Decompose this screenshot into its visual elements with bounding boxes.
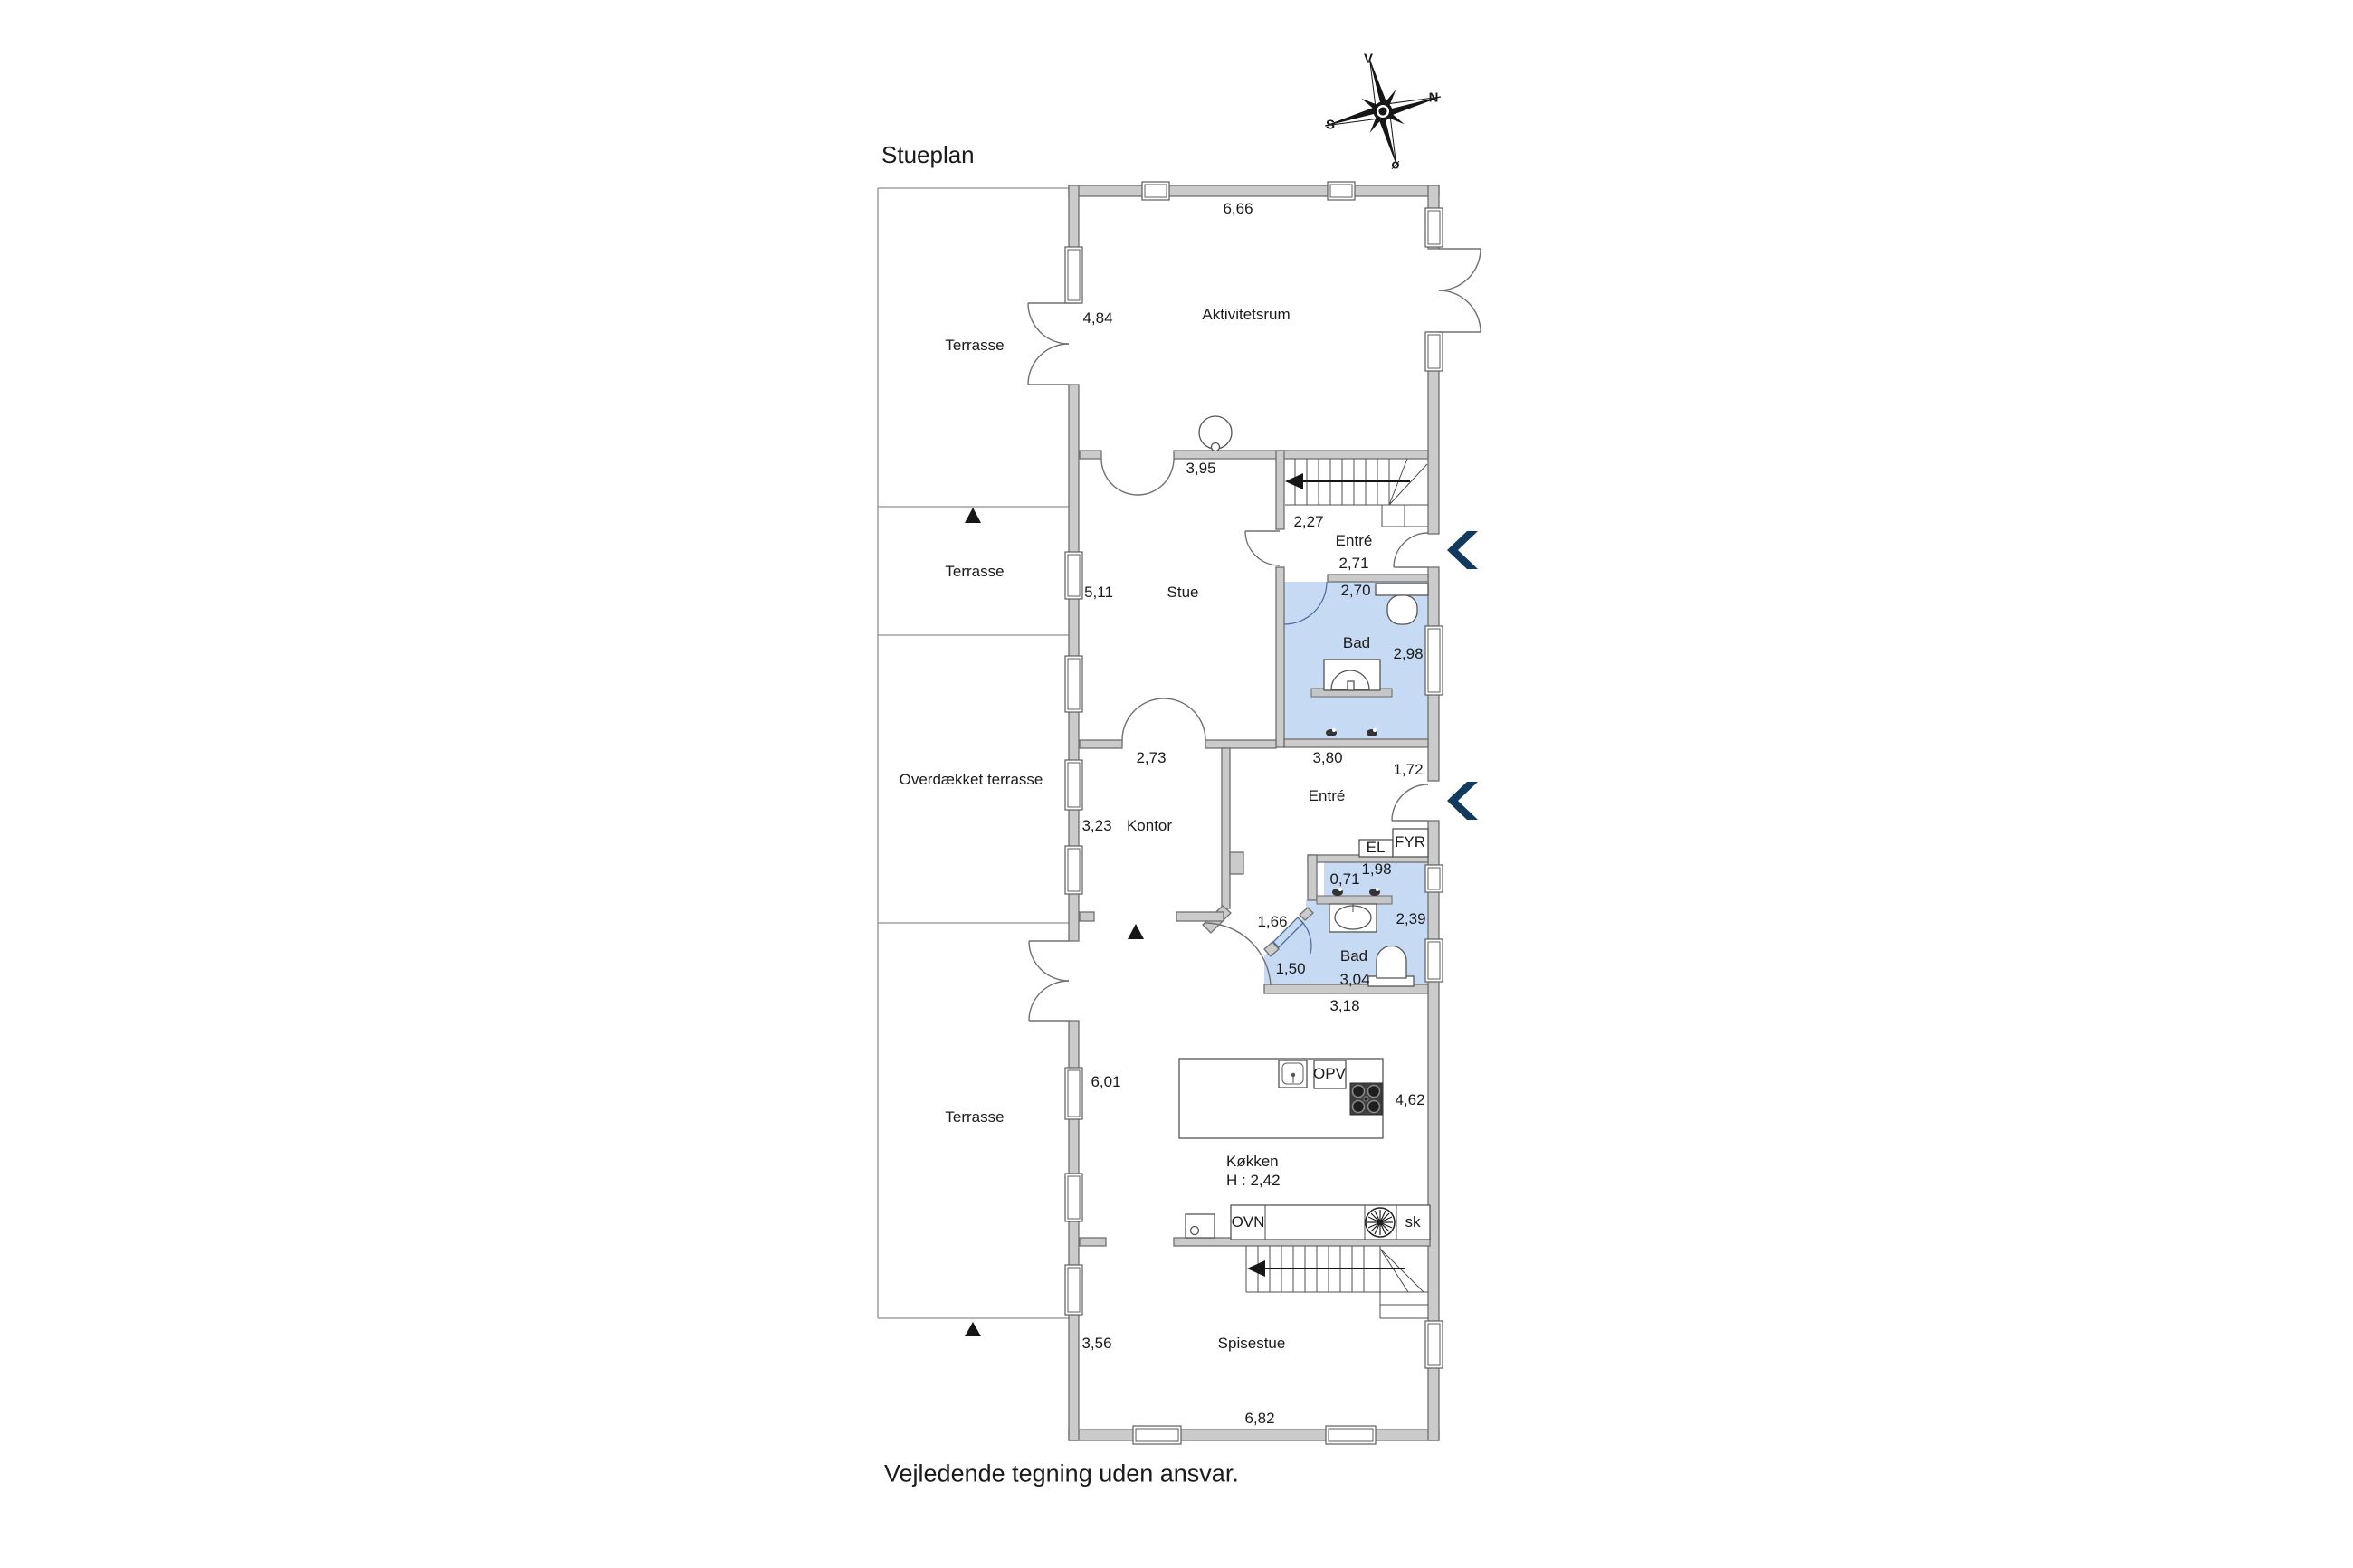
compass-label-v: V — [1363, 51, 1374, 67]
disclaimer-text: Vejledende tegning uden ansvar. — [884, 1459, 1239, 1487]
dim-bad-upper-height: 2,98 — [1393, 645, 1424, 663]
dishwasher-box — [1313, 1060, 1347, 1089]
passage-triangle-icon — [965, 1322, 981, 1336]
bathroom-upper-fixtures — [1310, 583, 1429, 736]
page-title: Stueplan — [881, 141, 975, 169]
dim-stue-top-width: 3,95 — [1186, 460, 1216, 478]
entrance-chevron-icon — [1447, 531, 1478, 569]
bathroom-doors — [1272, 581, 1328, 955]
dim-spisestue-height: 3,56 — [1081, 1335, 1112, 1353]
room-label-koekken: Køkken — [1226, 1153, 1279, 1171]
dim-bad-lower-niche: 0,71 — [1329, 870, 1360, 889]
bathroom-lower-fixtures — [1316, 888, 1415, 987]
passage-triangle-icon — [1128, 924, 1144, 939]
dim-spisestue-width: 6,82 — [1244, 1410, 1275, 1428]
passage-markers — [965, 508, 1144, 1336]
room-label-bad-lower: Bad — [1339, 947, 1368, 965]
doors — [1027, 248, 1481, 1022]
label-el-closet: EL — [1366, 839, 1386, 857]
stairs-lower — [1245, 1246, 1428, 1319]
dim-entre-lower-entry: 1,72 — [1393, 761, 1424, 779]
room-label-terrasse-middle: Terrasse — [945, 563, 1005, 581]
compass-label-o: ø — [1391, 157, 1400, 173]
room-label-terrasse-bottom: Terrasse — [945, 1108, 1005, 1126]
dim-bad-lower-width: 3,04 — [1339, 971, 1370, 989]
wood-stove-icon — [1198, 415, 1233, 452]
utility-closets — [1358, 828, 1429, 858]
terrace-boundary-lines — [877, 187, 1069, 1319]
appliance-box — [1185, 1213, 1215, 1239]
dim-aktivitetsrum-width: 6,66 — [1223, 200, 1253, 218]
room-label-stue: Stue — [1167, 584, 1199, 602]
toilet-cistern-icon — [1375, 583, 1429, 596]
dim-entre-lower-width: 3,80 — [1312, 749, 1343, 767]
stairs-upper — [1285, 458, 1428, 527]
room-label-entre-lower: Entré — [1308, 787, 1346, 805]
dim-koekken-height: 4,62 — [1395, 1091, 1425, 1109]
tap-icon — [1326, 728, 1377, 736]
room-label-aktivitetsrum: Aktivitetsrum — [1202, 306, 1291, 324]
label-fyr-closet: FYR — [1395, 833, 1425, 851]
dim-kontor-width: 2,73 — [1136, 749, 1167, 767]
label-dishwasher: OPV — [1313, 1065, 1346, 1083]
room-label-bad-upper: Bad — [1342, 634, 1371, 652]
label-cupboard: sk — [1405, 1213, 1421, 1231]
label-oven: OVN — [1231, 1213, 1265, 1231]
room-label-overdaekket-terrasse: Overdækket terrasse — [899, 771, 1043, 789]
room-label-entre-upper: Entré — [1335, 532, 1373, 550]
passage-triangle-icon — [965, 508, 981, 523]
stove-icon — [1349, 1082, 1383, 1116]
toilet-bowl-icon — [1386, 594, 1418, 625]
dim-terrasse-bottom: 6,01 — [1091, 1073, 1121, 1091]
dim-bad-lower-top: 1,98 — [1361, 860, 1392, 879]
dim-stue-height: 5,11 — [1084, 584, 1113, 602]
entrance-chevron-icon — [1447, 782, 1478, 820]
room-label-kontor: Kontor — [1126, 817, 1173, 835]
cooktop-fan-icon — [1365, 1207, 1396, 1238]
toilet-bowl-icon — [1376, 945, 1407, 979]
kitchen-fixtures — [1178, 1058, 1431, 1240]
dim-bad-lower-door: 1,50 — [1275, 960, 1306, 978]
dim-kontor-height: 3,23 — [1081, 817, 1112, 835]
compass-rose-icon — [1324, 58, 1442, 165]
fyr-closet-box — [1392, 828, 1429, 858]
label-ceiling-height: H : 2,42 — [1226, 1172, 1281, 1190]
room-label-spisestue: Spisestue — [1217, 1335, 1286, 1353]
dim-aktivitetsrum-height: 4,84 — [1082, 309, 1113, 328]
compass-label-s: S — [1325, 117, 1336, 133]
dim-bad-lower-below: 3,18 — [1329, 997, 1360, 1015]
dim-bad-upper-width: 2,70 — [1340, 582, 1371, 600]
dim-entre-upper-stair: 2,27 — [1293, 513, 1324, 531]
dim-bad-lower-right: 2,39 — [1396, 910, 1426, 928]
room-label-terrasse-top: Terrasse — [945, 337, 1005, 355]
dim-entre-upper-width: 2,71 — [1338, 555, 1369, 573]
interior-walls — [1079, 450, 1431, 1247]
windows — [1064, 181, 1443, 1445]
tap-icon — [1332, 888, 1380, 896]
compass-label-n: N — [1428, 90, 1439, 106]
sink-icon — [1330, 670, 1370, 690]
dim-bad-lower-left: 1,66 — [1257, 913, 1288, 931]
